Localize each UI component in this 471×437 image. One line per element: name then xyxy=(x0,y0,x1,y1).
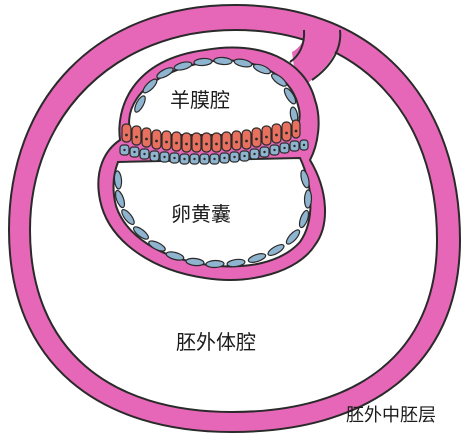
label-amniotic-cavity: 羊膜腔 xyxy=(170,88,230,112)
label-extraembryonic-mesoderm: 胚外中胚层 xyxy=(346,405,436,426)
label-yolk-sac: 卵黄囊 xyxy=(171,202,231,226)
label-extraembryonic-coelom: 胚外体腔 xyxy=(176,330,256,354)
